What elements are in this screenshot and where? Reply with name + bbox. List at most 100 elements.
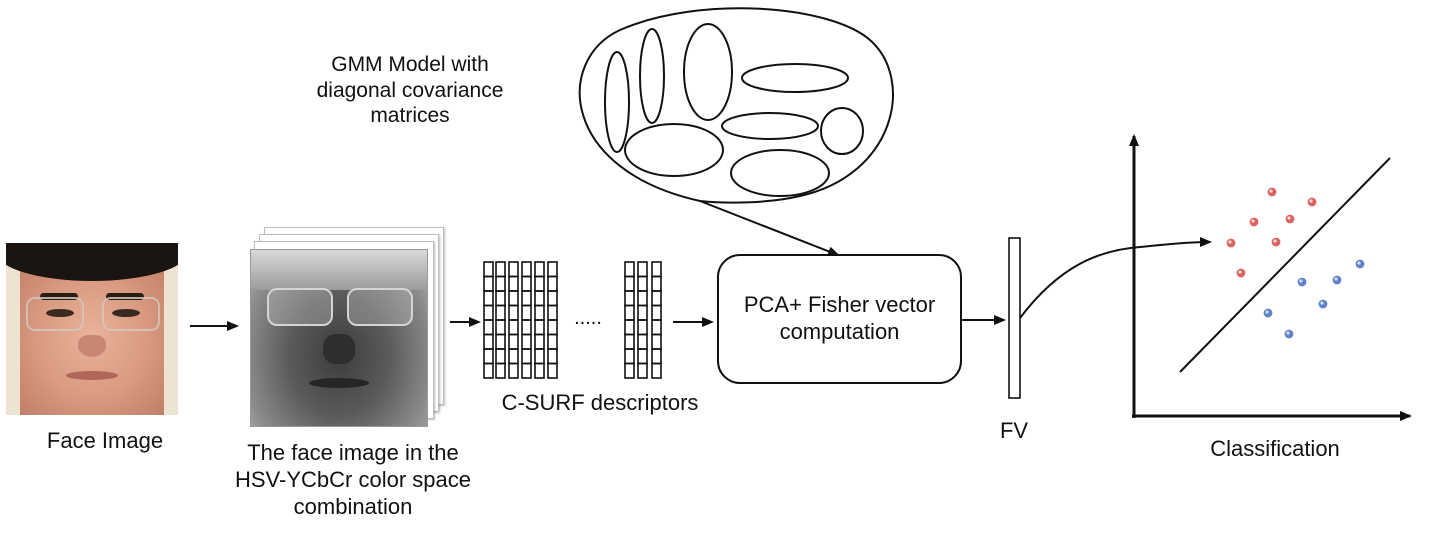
gmm-label-line: matrices xyxy=(370,104,450,128)
descriptor-cell xyxy=(483,348,494,365)
descriptor-column xyxy=(547,261,558,379)
descriptor-cell xyxy=(495,304,506,321)
gaussian-ellipse xyxy=(639,28,665,124)
descriptor-cell xyxy=(521,304,532,321)
descriptor-cell xyxy=(534,362,545,379)
descriptor-column xyxy=(651,261,662,379)
pca-fisher-box xyxy=(717,254,962,384)
gaussian-ellipses xyxy=(604,23,864,197)
class-b-point-highlight xyxy=(1265,310,1269,314)
descriptor-cell xyxy=(495,319,506,336)
color-space-label-line: HSV-YCbCr color space xyxy=(235,466,471,492)
class-a-point-highlight xyxy=(1228,240,1232,244)
descriptor-cell xyxy=(624,290,635,307)
descriptor-cell xyxy=(483,290,494,307)
descriptor-cell xyxy=(624,304,635,321)
process-label: PCA+ Fisher vector computation xyxy=(718,292,961,346)
descriptor-cell xyxy=(521,348,532,365)
descriptor-cell xyxy=(483,333,494,350)
color-space-label: The face image in the HSV-YCbCr color sp… xyxy=(208,440,498,520)
descriptor-column xyxy=(495,261,506,379)
gaussian-ellipse xyxy=(820,107,864,155)
process-label-line: PCA+ Fisher vector xyxy=(743,292,936,317)
descriptor-cell xyxy=(483,362,494,379)
descriptor-cell xyxy=(483,319,494,336)
descriptor-cell xyxy=(637,348,648,365)
class-a-point-highlight xyxy=(1287,216,1291,220)
descriptor-cell xyxy=(508,362,519,379)
descriptor-cell xyxy=(521,362,532,379)
descriptor-cell xyxy=(637,290,648,307)
descriptor-cell xyxy=(637,333,648,350)
descriptor-cell xyxy=(495,333,506,350)
descriptor-cell xyxy=(637,304,648,321)
descriptor-cell xyxy=(495,261,506,278)
sample-points xyxy=(1225,186,1366,340)
gaussian-ellipse xyxy=(604,51,630,153)
descriptor-cell xyxy=(637,362,648,379)
class-b-point-highlight xyxy=(1286,331,1290,335)
gaussian-ellipse xyxy=(721,112,819,140)
descriptor-cell xyxy=(495,348,506,365)
descriptor-cell xyxy=(624,362,635,379)
descriptor-cell xyxy=(508,275,519,292)
gaussian-ellipse xyxy=(730,149,830,197)
descriptor-cell xyxy=(547,304,558,321)
class-a-point-highlight xyxy=(1269,189,1273,193)
descriptor-cell xyxy=(508,261,519,278)
descriptor-cell xyxy=(624,333,635,350)
descriptor-cell xyxy=(508,348,519,365)
class-a-point-highlight xyxy=(1238,270,1242,274)
descriptor-cell xyxy=(637,319,648,336)
descriptor-cell xyxy=(651,261,662,278)
descriptor-column xyxy=(534,261,545,379)
descriptor-cell xyxy=(495,362,506,379)
descriptor-cell xyxy=(521,333,532,350)
descriptor-cell xyxy=(624,348,635,365)
descriptor-grids xyxy=(483,261,662,379)
descriptor-cell xyxy=(508,333,519,350)
descriptor-column xyxy=(483,261,494,379)
descriptors-dots: ..... xyxy=(574,307,602,329)
face-photo xyxy=(6,243,178,415)
descriptor-column xyxy=(637,261,648,379)
descriptor-cell xyxy=(547,319,558,336)
gmm-label-line: diagonal covariance xyxy=(316,78,504,102)
descriptor-cell xyxy=(508,304,519,321)
descriptor-cell xyxy=(534,261,545,278)
process-label-line: computation xyxy=(779,318,900,344)
descriptor-cell xyxy=(521,290,532,307)
descriptor-cell xyxy=(651,319,662,336)
descriptor-cell xyxy=(547,290,558,307)
descriptor-cell xyxy=(534,304,545,321)
descriptor-cell xyxy=(483,275,494,292)
descriptor-cell xyxy=(495,290,506,307)
descriptor-cell xyxy=(521,261,532,278)
fv-label: FV xyxy=(999,418,1029,443)
grayscale-face-image xyxy=(250,249,428,427)
descriptor-cell xyxy=(547,275,558,292)
class-b-point-highlight xyxy=(1299,279,1303,283)
class-b-point-highlight xyxy=(1334,277,1338,281)
descriptor-column xyxy=(508,261,519,379)
descriptor-cell xyxy=(534,275,545,292)
descriptor-column xyxy=(624,261,635,379)
descriptor-cell xyxy=(534,333,545,350)
descriptor-cell xyxy=(651,362,662,379)
class-a-point-highlight xyxy=(1251,219,1255,223)
descriptor-cell xyxy=(651,304,662,321)
descriptor-cell xyxy=(495,275,506,292)
descriptor-cell xyxy=(651,290,662,307)
descriptor-cell xyxy=(508,319,519,336)
descriptor-cell xyxy=(624,261,635,278)
descriptor-cell xyxy=(637,275,648,292)
descriptor-cell xyxy=(547,348,558,365)
descriptor-cell xyxy=(637,261,648,278)
classification-label: Classification xyxy=(1210,436,1340,461)
descriptors-label: C-SURF descriptors xyxy=(501,390,699,415)
descriptor-cell xyxy=(483,261,494,278)
descriptor-cell xyxy=(508,290,519,307)
gaussian-ellipse xyxy=(624,123,724,177)
descriptor-cell xyxy=(651,275,662,292)
